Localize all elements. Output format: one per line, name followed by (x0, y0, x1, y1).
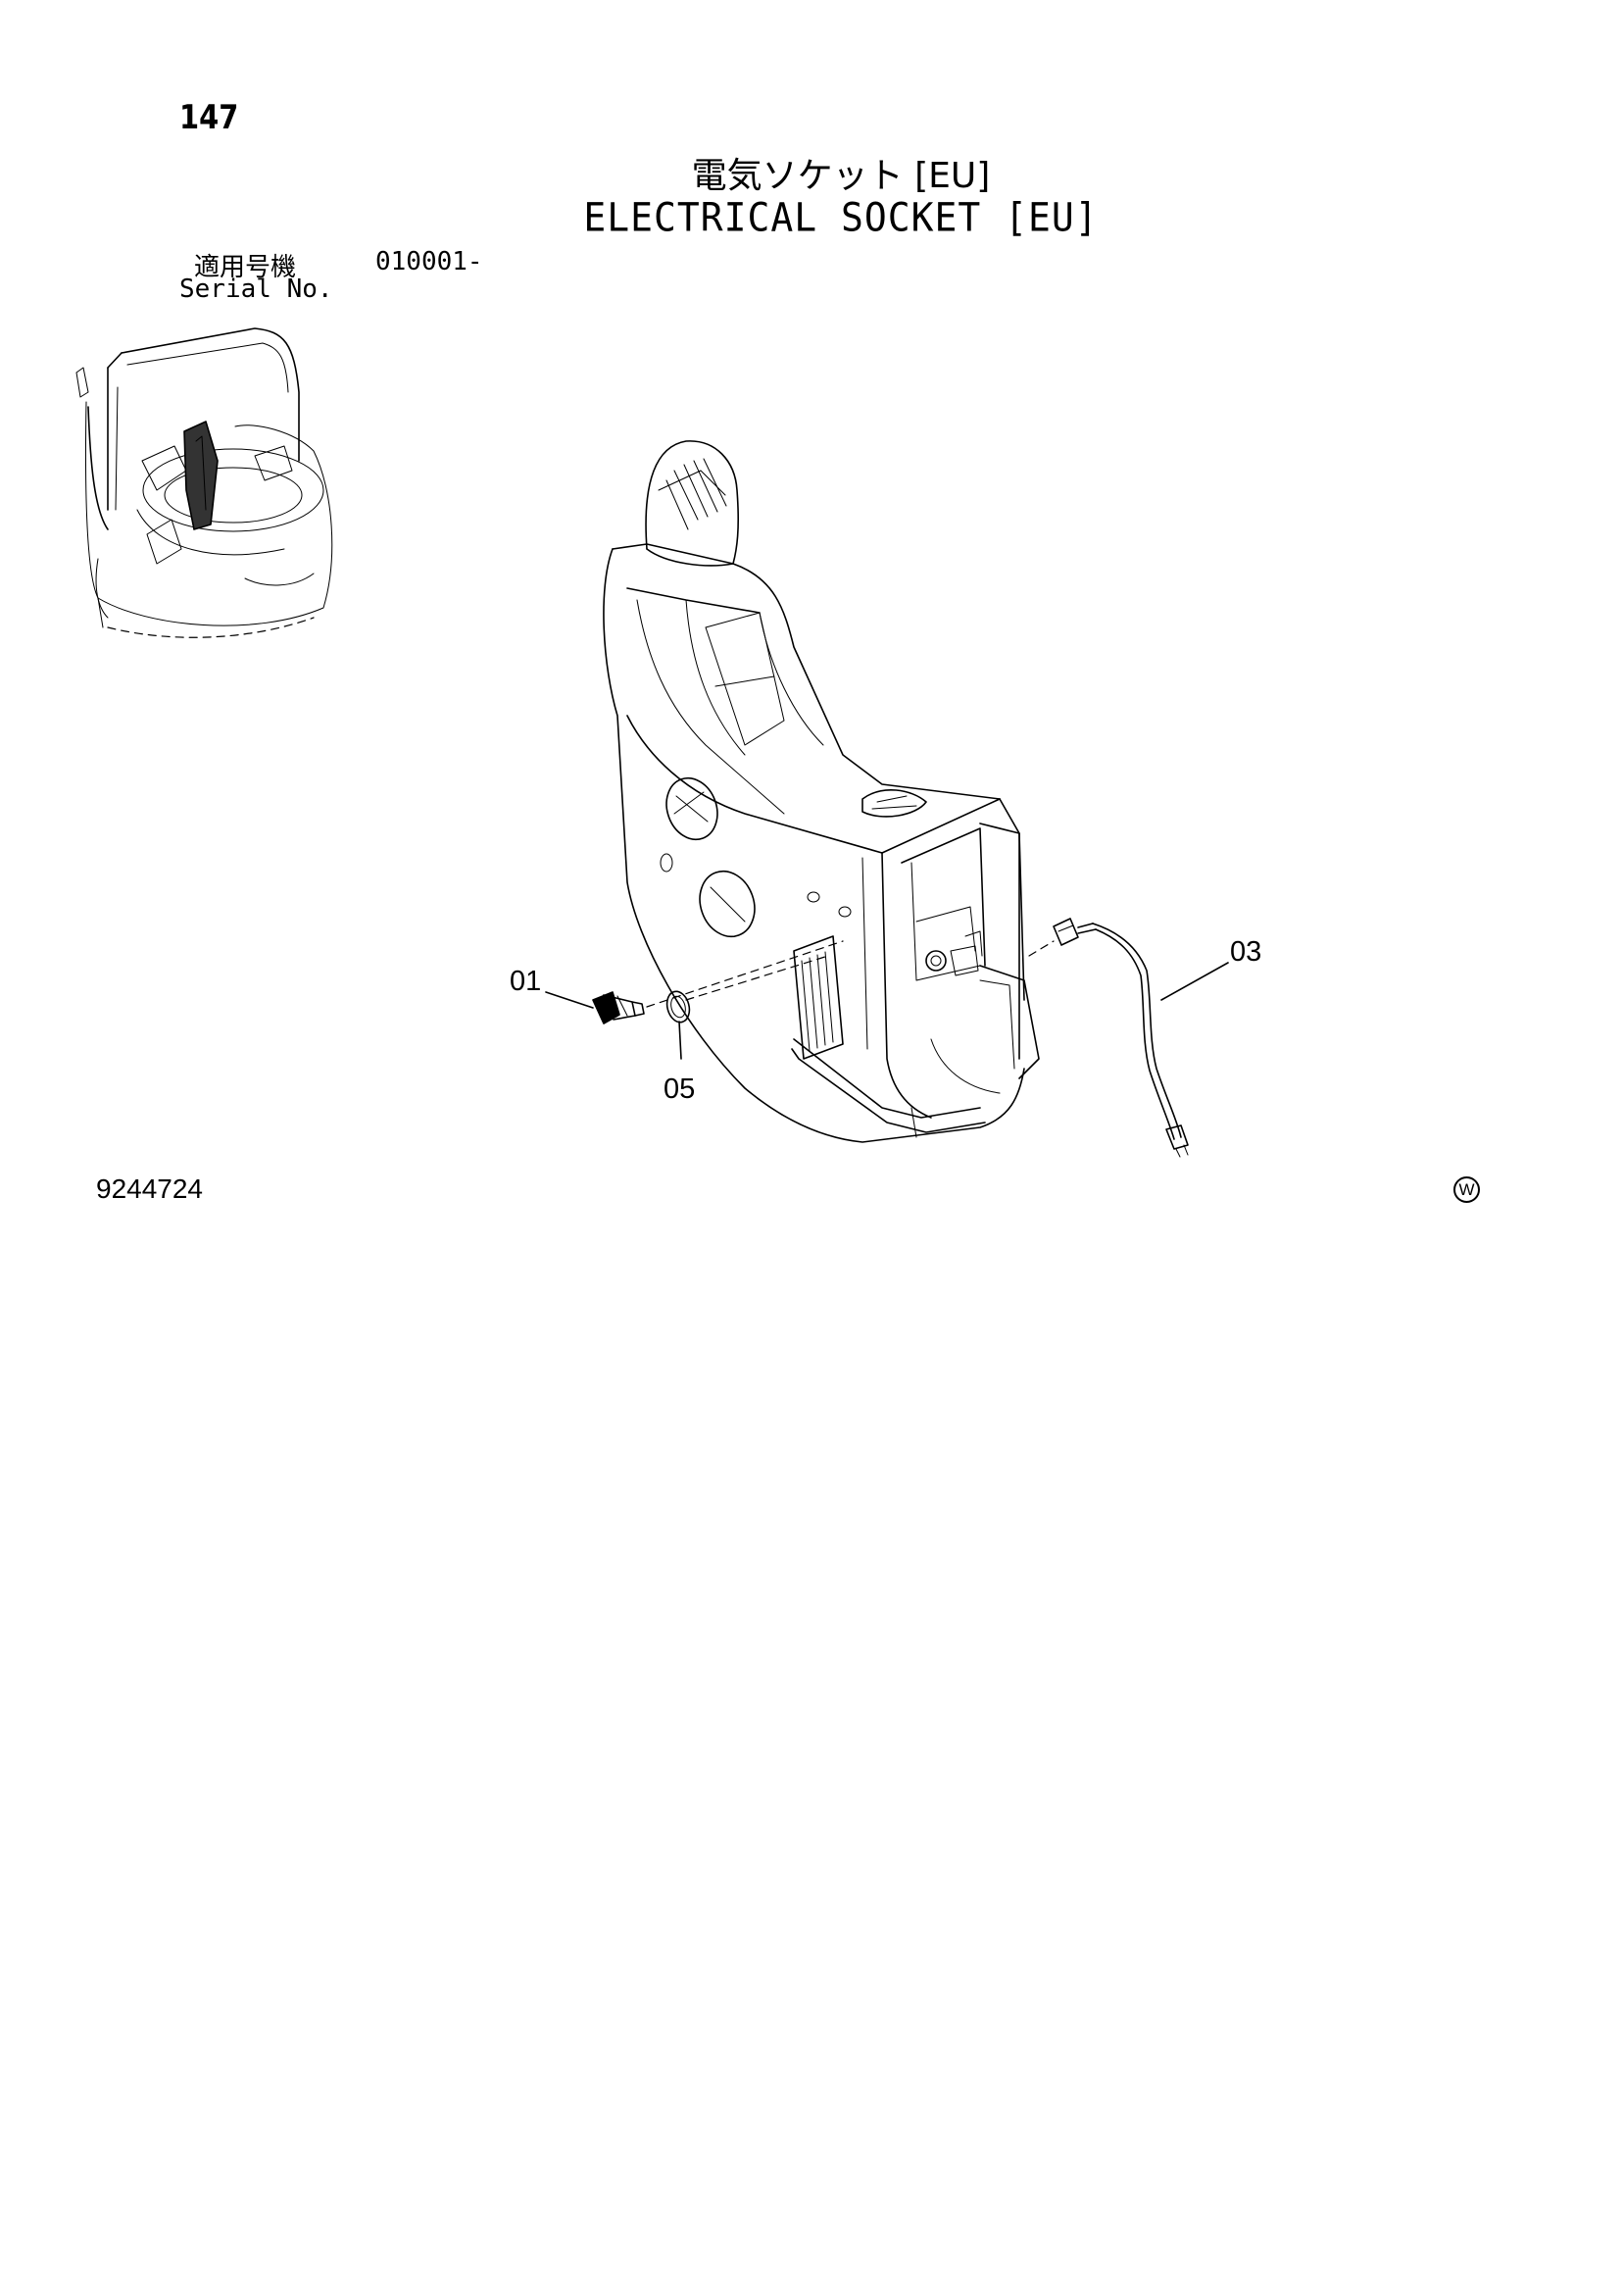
serial-label-english: Serial No. (179, 275, 333, 304)
w-mark-icon: W (1453, 1176, 1480, 1203)
console-assembly (603, 440, 1040, 1143)
serial-label-japanese: 適用号機 (194, 253, 297, 282)
part-03-harness (1053, 918, 1229, 1158)
callout-03: 03 (1230, 936, 1262, 968)
callout-05: 05 (664, 1073, 696, 1105)
drawing-number: 9244724 (96, 1173, 204, 1204)
part-01-socket (545, 991, 645, 1024)
part-05-grommet (665, 990, 691, 1060)
assembly-center-lines (646, 940, 1055, 1008)
title-english: ELECTRICAL SOCKET [EU] (583, 194, 1099, 241)
callout-01: 01 (510, 966, 542, 997)
title-japanese: 電気ソケット [EU] (691, 156, 991, 196)
locator-cab-thumbnail (75, 327, 333, 638)
page-number: 147 (179, 98, 239, 137)
serial-number-range: 010001- (375, 247, 483, 276)
